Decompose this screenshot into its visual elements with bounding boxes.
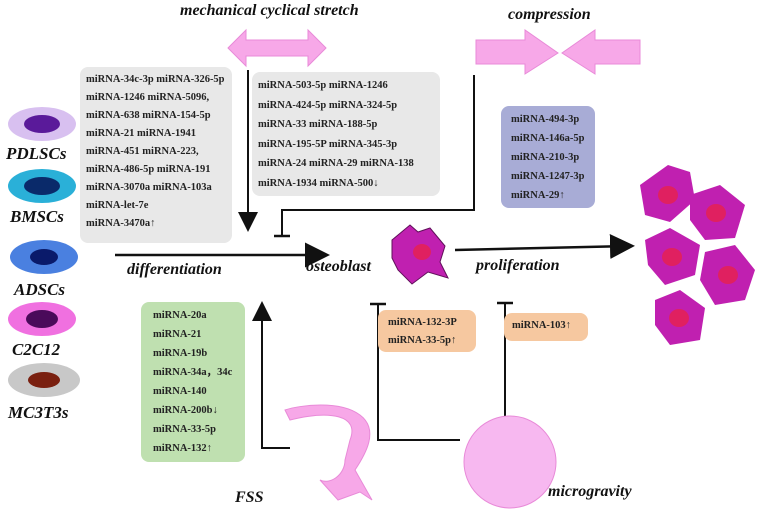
compression-mirna-box: miRNA-494-3p miRNA-146a-5p miRNA-210-3p … <box>501 106 595 208</box>
mirna-item: miRNA-29↑ <box>511 190 565 201</box>
compression-inhibit-line <box>281 75 475 236</box>
mirna-item: miRNA-33-5p↑ <box>388 335 457 346</box>
differentiation-mirna-box-left: miRNA-34c-3p miRNA-326-5p miRNA-1246 miR… <box>80 67 232 243</box>
compression-arrow-right <box>561 29 641 75</box>
stretch-double-arrow <box>227 28 327 68</box>
mirna-item: miRNA-34a，34c <box>153 367 233 378</box>
osteoblast-label: osteoblast <box>306 258 371 275</box>
mirna-item: miRNA-3470a↑ <box>86 218 156 229</box>
mirna-item: miRNA-33-5p <box>153 424 216 435</box>
cell-label-adscs: ADSCs <box>14 280 66 299</box>
mirna-item: miRNA-103↑ <box>512 320 571 331</box>
mirna-item: miRNA-638 miRNA-154-5p <box>86 110 211 121</box>
stretch-title: mechanical cyclical stretch <box>180 2 359 19</box>
compression-title: compression <box>508 6 591 23</box>
mirna-item: miRNA-34c-3p miRNA-326-5p <box>86 74 225 85</box>
cell-label-mc3t3s: MC3T3s <box>8 403 69 422</box>
mirna-item: miRNA-200b↓ <box>153 405 218 416</box>
mirna-item: miRNA-146a-5p <box>511 133 585 144</box>
mirna-item: miRNA-1934 miRNA-500↓ <box>258 177 379 189</box>
proliferated-cells <box>640 165 755 345</box>
osteoblast-cell <box>391 224 449 285</box>
proliferation-arrow <box>454 233 635 259</box>
fss-label: FSS <box>235 489 264 506</box>
microgravity-label: microgravity <box>548 483 632 500</box>
cell-label-pdlscs: PDLSCs <box>6 144 67 163</box>
compression-arrow-left <box>475 29 559 75</box>
mirna-item: miRNA-132↑ <box>153 443 212 454</box>
fss-curved-arrow <box>284 404 373 501</box>
mirna-item: miRNA-21 miRNA-1941 <box>86 128 196 139</box>
differentiation-mirna-box-right: miRNA-503-5p miRNA-1246 miRNA-424-5p miR… <box>252 72 440 196</box>
cell-label-c2c12: C2C12 <box>12 340 61 359</box>
microgravity-circle <box>463 415 557 509</box>
mirna-item: miRNA-3070a miRNA-103a <box>86 182 212 193</box>
differentiation-label: differentiation <box>127 261 222 278</box>
mirna-item: miRNA-let-7e <box>86 200 149 211</box>
mirna-item: miRNA-424-5p miRNA-324-5p <box>258 99 398 111</box>
mirna-item: miRNA-21 <box>153 329 202 340</box>
cell-label-bmscs: BMSCs <box>10 207 64 226</box>
mirna-item: miRNA-33 miRNA-188-5p <box>258 119 378 130</box>
mirna-item: miRNA-494-3p <box>511 114 580 125</box>
microgravity-prolif-mirna-box: miRNA-103↑ <box>504 313 588 341</box>
mirna-item: miRNA-132-3P <box>388 317 457 328</box>
microgravity-inhibit-osteo <box>377 304 460 441</box>
mirna-item: miRNA-210-3p <box>511 152 580 163</box>
mirna-item: miRNA-1246 miRNA-5096, <box>86 92 210 103</box>
proliferation-label: proliferation <box>476 257 560 274</box>
microgravity-osteo-mirna-box: miRNA-132-3P miRNA-33-5p↑ <box>378 310 476 352</box>
mirna-item: miRNA-140 <box>153 386 207 397</box>
mirna-item: miRNA-24 miRNA-29 miRNA-138 <box>258 158 414 169</box>
cell-icons <box>8 107 80 397</box>
mirna-item: miRNA-486-5p miRNA-191 <box>86 164 211 175</box>
fss-mirna-box: miRNA-20a miRNA-21 miRNA-19b miRNA-34a，3… <box>141 302 245 462</box>
mirna-item: miRNA-1247-3p <box>511 171 585 182</box>
mirna-item: miRNA-19b <box>153 348 208 359</box>
mirna-item: miRNA-451 miRNA-223, <box>86 146 199 157</box>
mirna-item: miRNA-503-5p miRNA-1246 <box>258 80 388 91</box>
fss-up-arrow <box>252 301 290 449</box>
mirna-item: miRNA-195-5P miRNA-345-3p <box>258 138 398 150</box>
mirna-item: miRNA-20a <box>153 310 207 321</box>
